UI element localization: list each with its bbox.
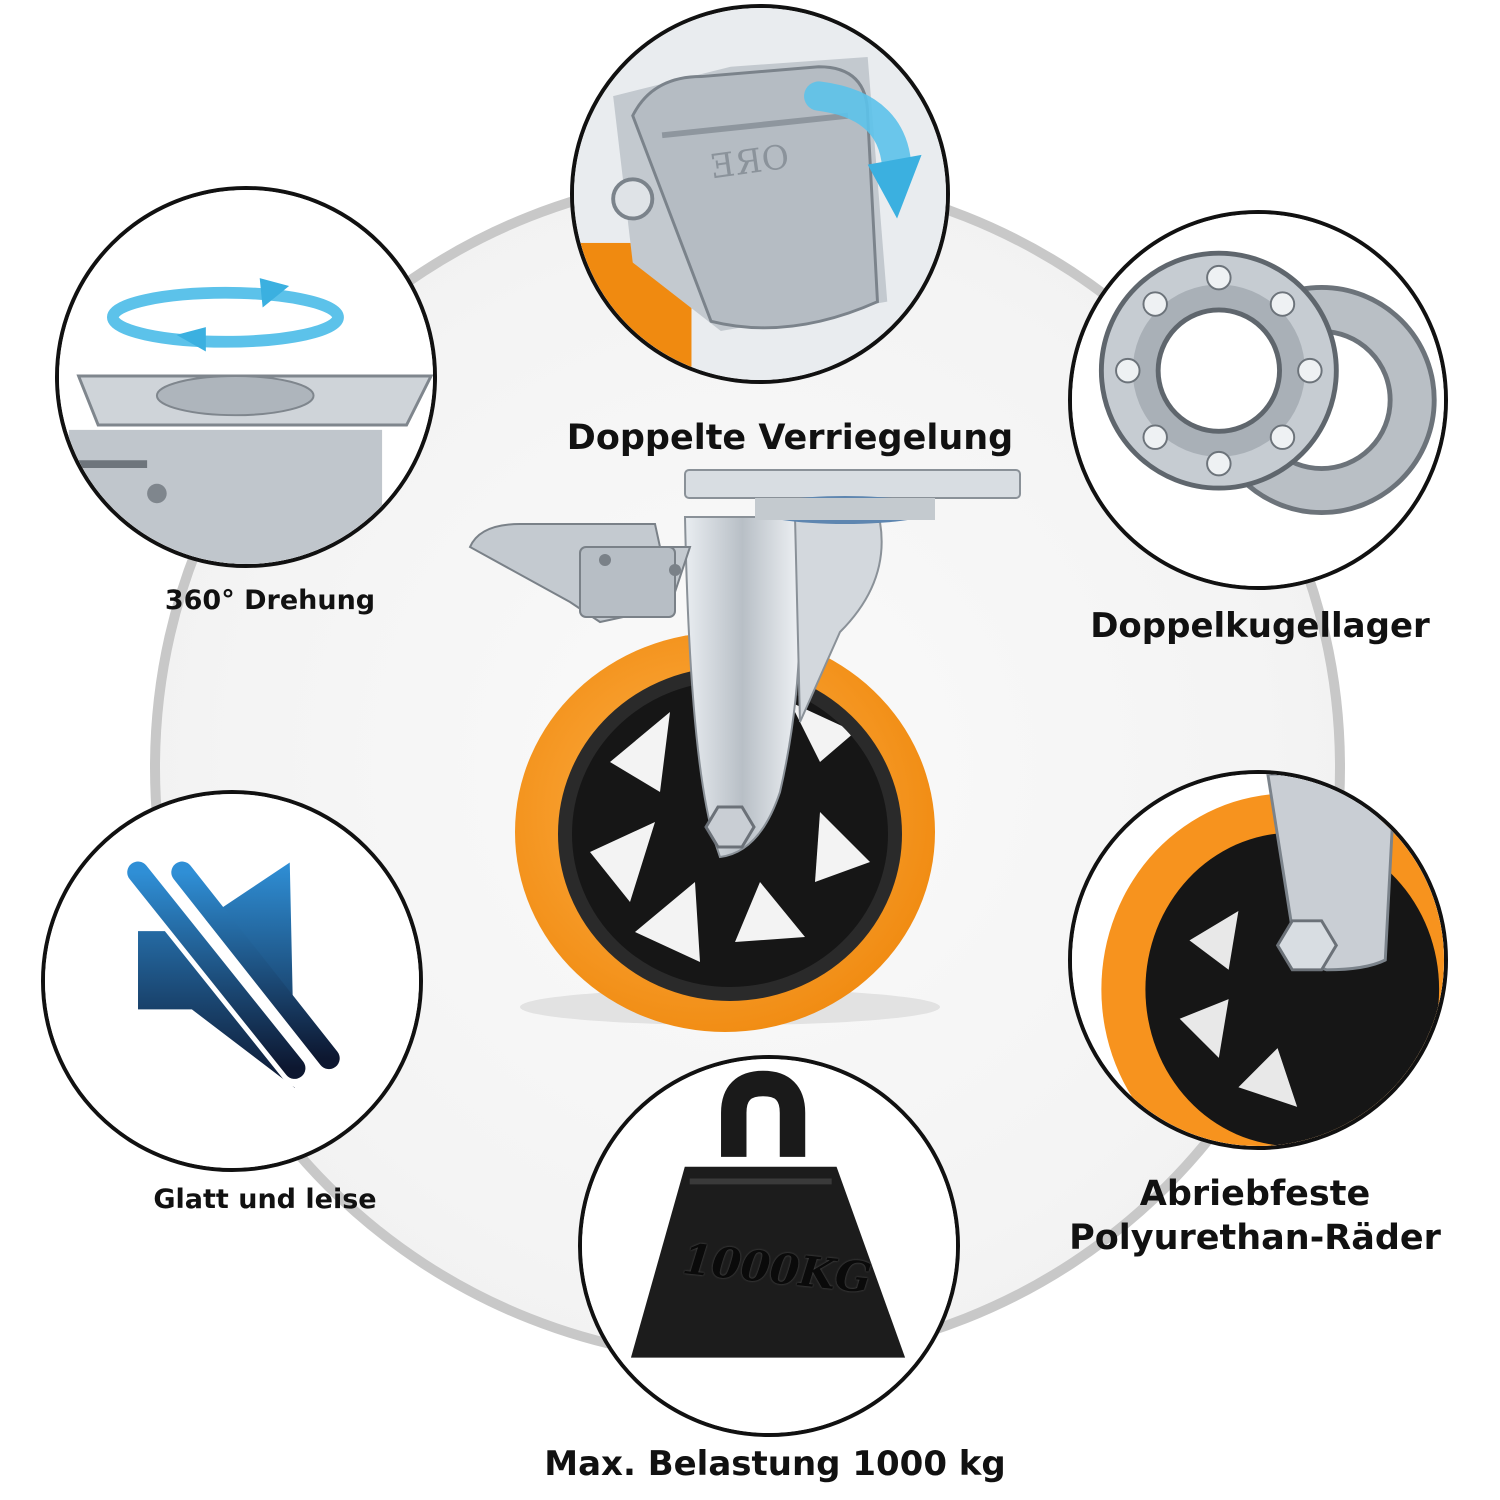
lock-feature-bubble: ƎЯO <box>570 4 950 384</box>
load-feature-bubble: 1000KG <box>578 1055 960 1437</box>
caster-wheel-icon <box>468 469 1021 1032</box>
ball-bearing-icon <box>1072 214 1444 586</box>
load-feature-label: Max. Belastung 1000 kg <box>544 1444 1006 1484</box>
mute-speaker-icon <box>45 794 419 1168</box>
swivel-feature-label: 360° Drehung <box>164 585 376 616</box>
polyurethane-wheel-icon <box>1072 774 1444 1146</box>
wheel-feature-label: Abriebfeste Polyurethan-Räder <box>1040 1172 1470 1260</box>
wheel-feature-bubble <box>1068 770 1448 1150</box>
caster-wheel-illustration <box>460 462 1030 1052</box>
silent-feature-label: Glatt und leise <box>153 1184 377 1215</box>
bearing-feature-label: Doppelkugellager <box>1090 606 1430 646</box>
wheel-feature-label-line1: Abriebfeste <box>1139 1174 1371 1214</box>
bearing-feature-bubble <box>1068 210 1448 590</box>
lock-feature-label: Doppelte Verriegelung <box>566 418 1014 458</box>
rotation-plate-icon <box>59 190 433 564</box>
wheel-feature-label-line2: Polyurethan-Räder <box>1069 1218 1441 1258</box>
silent-feature-bubble <box>41 790 423 1172</box>
weight-icon <box>582 1059 956 1433</box>
brake-lock-icon: ƎЯO <box>574 8 946 380</box>
swivel-feature-bubble <box>55 186 437 568</box>
